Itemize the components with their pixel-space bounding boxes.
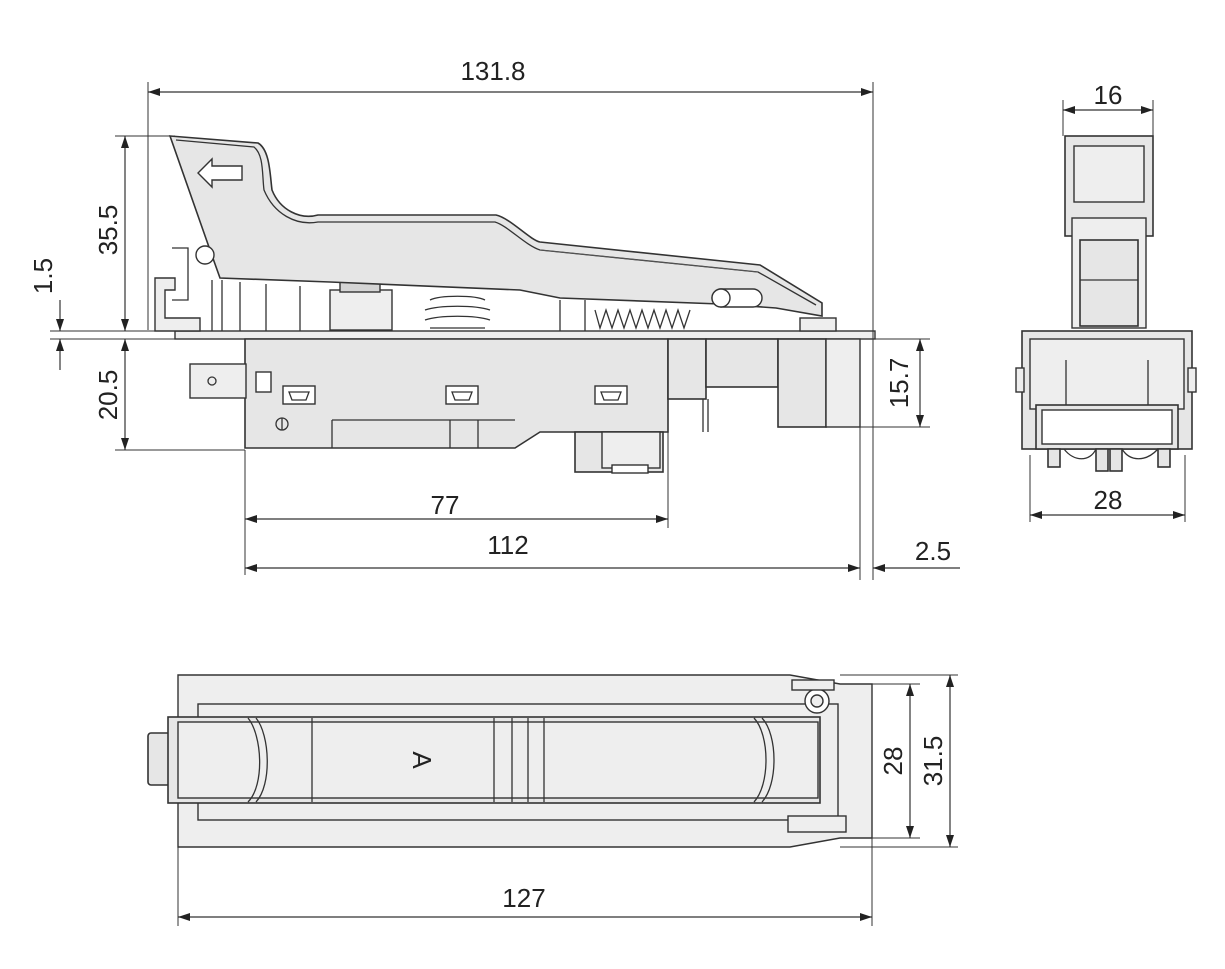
left-terminal: [189, 363, 247, 399]
base-plate: [174, 330, 876, 340]
dim-plate-thickness: 1.5: [28, 258, 58, 294]
dim-end-view-top-width: 16: [1094, 80, 1123, 110]
right-housing: [667, 338, 707, 400]
dim-top-view-total-height: 31.5: [918, 736, 948, 787]
dim-terminal-spacing: 77: [431, 490, 460, 520]
terminal-slot: [282, 385, 316, 405]
terminal-slot: [445, 385, 479, 405]
terminal-slot: [594, 385, 628, 405]
dim-terminal-height: 15.7: [884, 358, 914, 409]
dim-trigger-height: 35.5: [93, 205, 123, 256]
trigger-lever: [168, 135, 823, 317]
end-view-dimensions: 16 28: [1029, 80, 1186, 522]
left-arrow-icon: [197, 157, 243, 189]
dim-top-view-height: 28: [878, 747, 908, 776]
dim-end-view-width: 28: [1094, 485, 1123, 515]
top-view-dimensions: 28 31.5 127: [177, 674, 958, 926]
top-view-marking: A: [407, 751, 437, 769]
side-view-dimensions: 131.8 35.5 1.5 20.5 15.7 77 112 2.5: [28, 56, 960, 580]
side-view: [154, 135, 876, 474]
dim-body-length: 112: [487, 530, 528, 560]
dim-overall-length: 131.8: [460, 56, 525, 86]
dim-end-offset: 2.5: [915, 536, 951, 566]
end-view: [1015, 135, 1197, 472]
dim-body-height: 20.5: [93, 370, 123, 421]
top-view: A: [147, 674, 873, 848]
dim-top-view-length: 127: [502, 883, 545, 913]
